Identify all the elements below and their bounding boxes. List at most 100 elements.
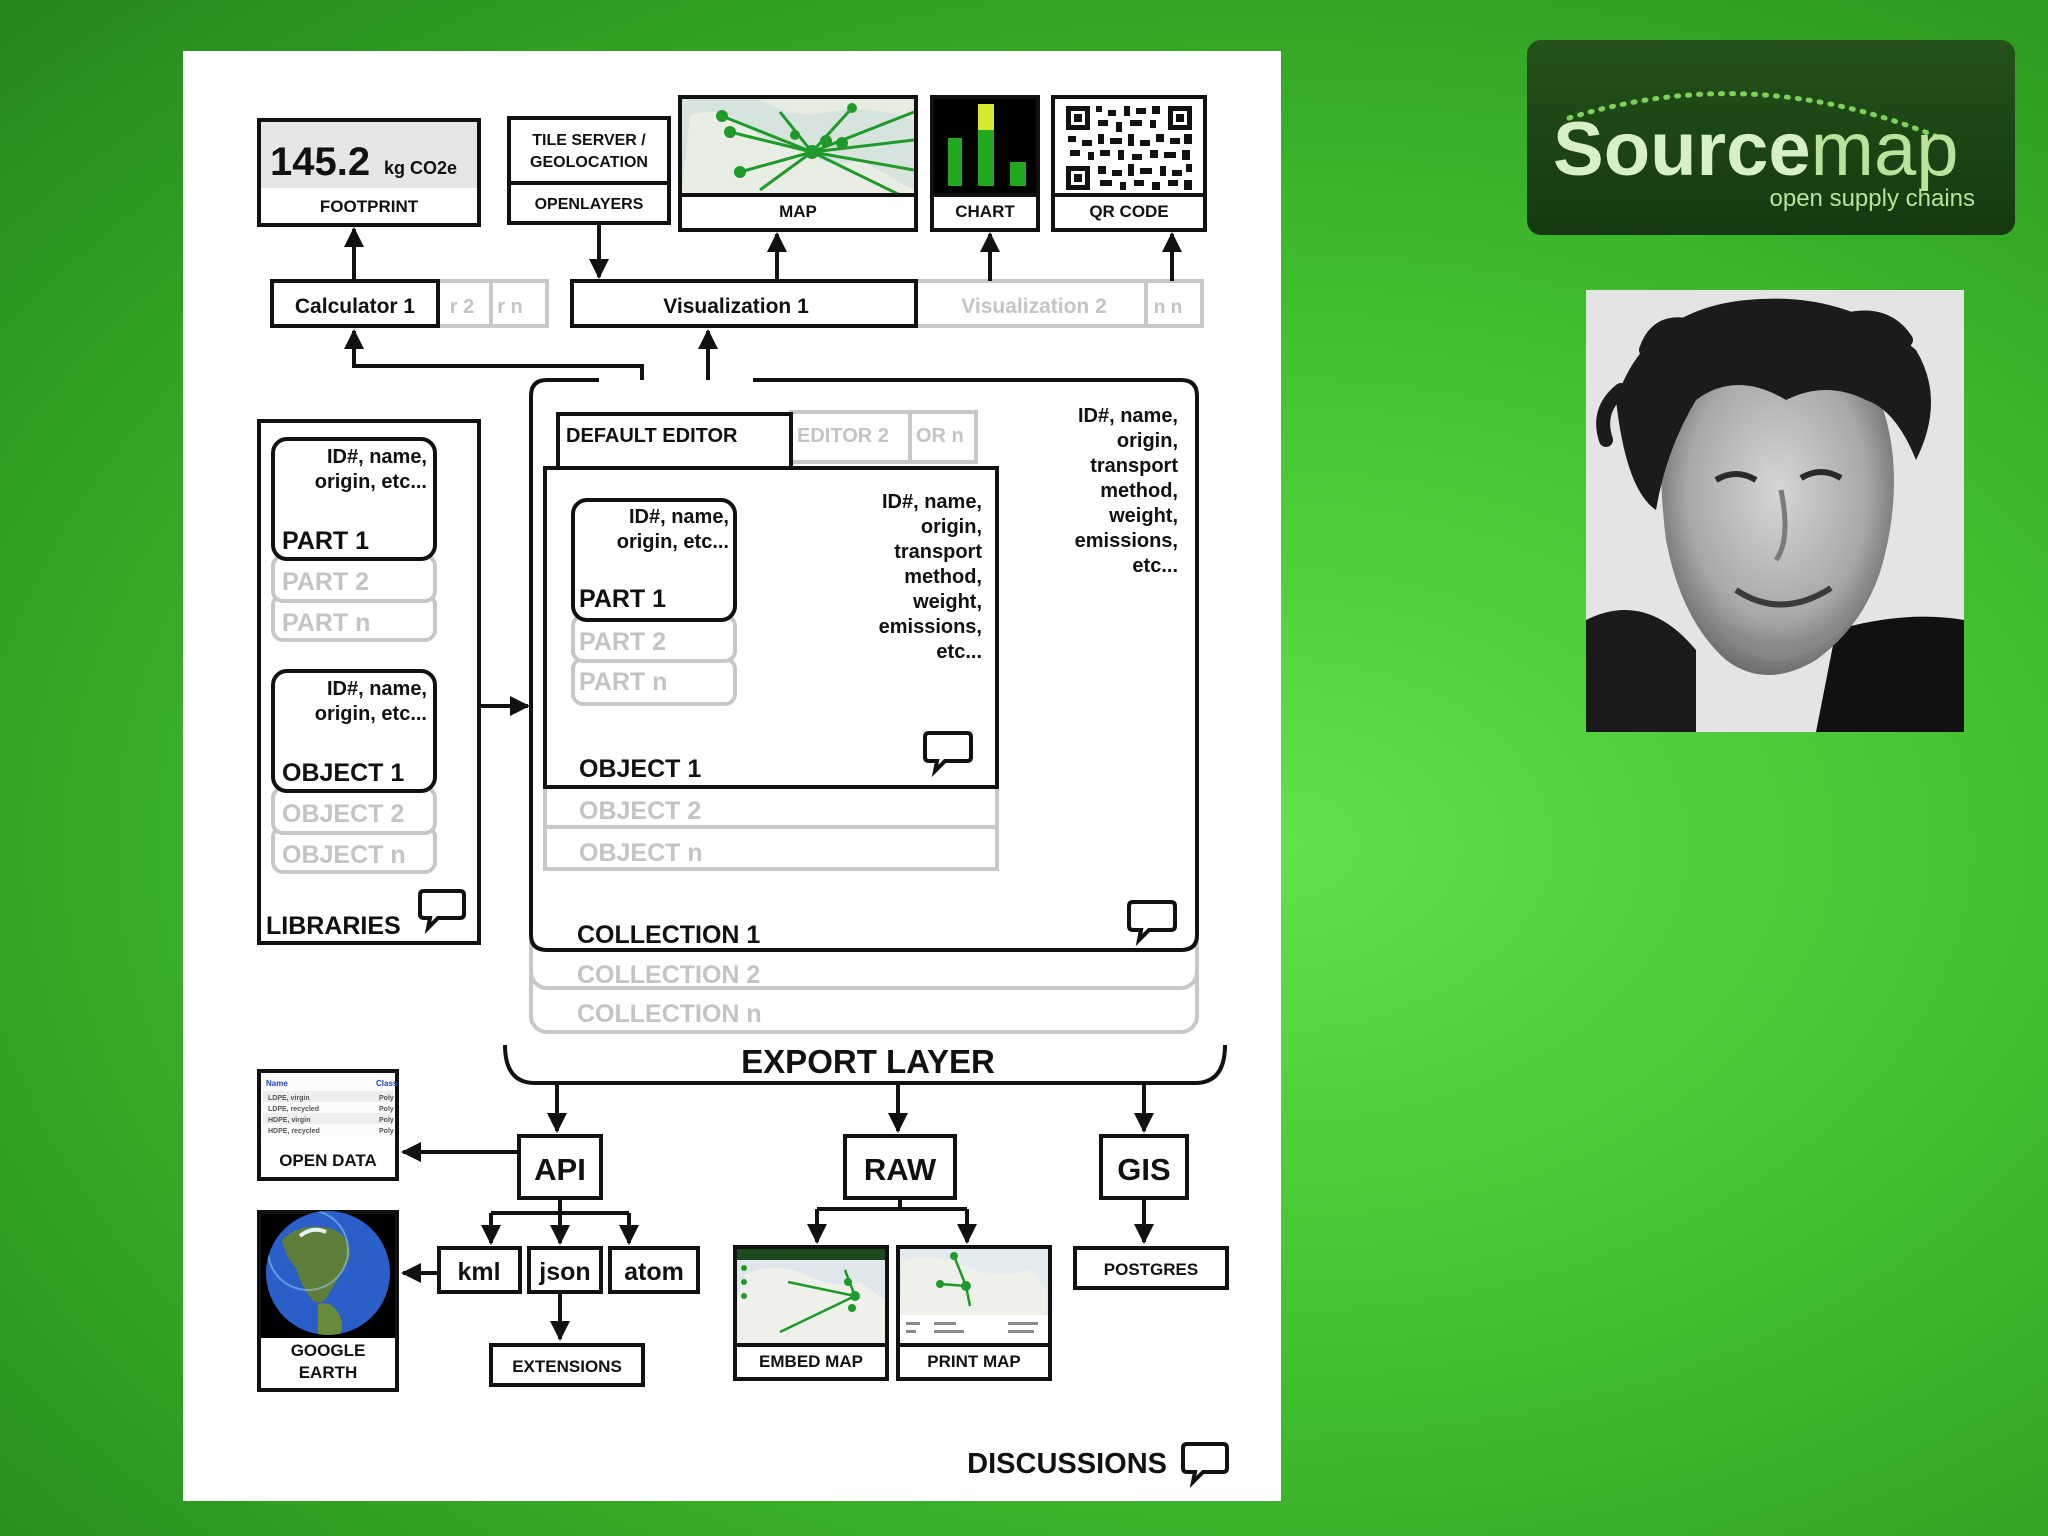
json-box[interactable]: json: [527, 1246, 603, 1294]
open-data-header-left: Name: [266, 1079, 288, 1088]
calculator-1-label: Calculator 1: [295, 295, 416, 318]
qr-code-label: QR CODE: [1089, 202, 1168, 221]
raw-label: RAW: [864, 1152, 937, 1187]
kml-label: kml: [457, 1258, 500, 1286]
editor-object-n: OBJECT n: [579, 839, 703, 867]
library-object-meta-1: ID#, name,: [327, 678, 427, 700]
libraries-label: LIBRARIES: [266, 912, 401, 940]
postgres-box[interactable]: POSTGRES: [1073, 1246, 1229, 1290]
logo-brand: Sourcemap: [1553, 107, 1959, 192]
object-meta-2: origin,: [921, 516, 982, 538]
gis-box[interactable]: GIS: [1099, 1134, 1189, 1200]
editor-n-tab[interactable]: OR n: [916, 425, 964, 447]
libraries-comment-icon[interactable]: [418, 889, 466, 935]
embed-map-label: EMBED MAP: [759, 1352, 863, 1371]
object-meta-3: transport: [894, 541, 982, 563]
export-layer-label: EXPORT LAYER: [741, 1043, 995, 1080]
map-label: MAP: [779, 202, 817, 221]
google-earth-line2: EARTH: [299, 1363, 358, 1382]
print-map-box[interactable]: PRINT MAP: [896, 1245, 1052, 1381]
collection-meta-3: transport: [1090, 455, 1178, 477]
open-data-row-tag-1: Poly: [379, 1095, 394, 1102]
collection-meta-4: method,: [1100, 480, 1178, 502]
openlayers-label: OPENLAYERS: [535, 196, 644, 213]
footprint-value: 145.2: [270, 140, 370, 184]
discussions-comment-icon[interactable]: [1181, 1442, 1229, 1489]
editor-tabs: EDITOR 2 OR n DEFAULT EDITOR: [556, 410, 978, 466]
open-data-row-2: LDPE, recycled: [268, 1106, 319, 1113]
library-object-meta-2: origin, etc...: [315, 703, 427, 725]
extensions-label: EXTENSIONS: [512, 1357, 622, 1376]
library-part-n: PART n: [282, 609, 370, 637]
chart-label: CHART: [955, 202, 1015, 221]
raw-branch-arrows: [807, 1198, 977, 1244]
postgres-label: POSTGRES: [1104, 1260, 1198, 1279]
object-comment-icon[interactable]: [923, 731, 973, 778]
object-meta-4: method,: [904, 566, 982, 588]
api-format-arrows: [481, 1198, 639, 1245]
editor-2-tab[interactable]: EDITOR 2: [797, 425, 889, 447]
tile-server-line1: TILE SERVER /: [532, 132, 646, 149]
collection-meta-1: ID#, name,: [1078, 405, 1178, 427]
footprint-unit: kg CO2e: [384, 158, 457, 178]
google-earth-line1: GOOGLE: [291, 1341, 366, 1360]
open-data-row-3: HDPE, virgin: [268, 1117, 310, 1124]
visualization-1-label: Visualization 1: [663, 295, 809, 318]
collection-meta-6: emissions,: [1075, 530, 1178, 552]
google-earth-icon: [267, 1211, 351, 1335]
embed-map-box[interactable]: EMBED MAP: [733, 1245, 889, 1381]
library-object-2: OBJECT 2: [282, 800, 404, 828]
editor-object-panel: OBJECT n OBJECT 2 OBJECT 1 ID#, name, or…: [543, 466, 999, 871]
open-data-row-1: LDPE, virgin: [268, 1095, 310, 1102]
library-object-1: OBJECT 1: [282, 759, 404, 787]
library-object-n: OBJECT n: [282, 841, 406, 869]
export-layer: EXPORT LAYER: [503, 1043, 1227, 1133]
collection-comment-icon[interactable]: [1127, 900, 1177, 947]
visualizations-row: Visualization 2 n n Visualization 1: [570, 279, 1204, 328]
collection-metadata: ID#, name, origin, transport method, wei…: [1075, 405, 1179, 577]
object-meta-6: emissions,: [879, 616, 982, 638]
kml-box[interactable]: kml: [437, 1246, 522, 1294]
editor-part-meta-2: origin, etc...: [617, 531, 729, 553]
open-data-box[interactable]: Name Class LDPE, virgin LDPE, recycled H…: [257, 1069, 399, 1181]
editor-object-2: OBJECT 2: [579, 797, 701, 825]
object-meta-7: etc...: [936, 641, 982, 663]
raw-box[interactable]: RAW: [843, 1134, 957, 1200]
sourcemap-logo: Sourcemap open supply chains: [1527, 40, 2015, 235]
api-box[interactable]: API: [517, 1134, 603, 1200]
open-data-row-4: HDPE, recycled: [268, 1128, 320, 1135]
logo-dotted-arc: [1566, 91, 1948, 143]
library-part-1: PART 1: [282, 527, 369, 555]
collection-meta-2: origin,: [1117, 430, 1178, 452]
visualization-2-label: Visualization 2: [961, 295, 1107, 318]
atom-label: atom: [624, 1258, 684, 1286]
qr-code-box: QR CODE: [1051, 95, 1207, 232]
discussions-label: DISCUSSIONS: [967, 1448, 1167, 1480]
footprint-box: 145.2 kg CO2e FOOTPRINT: [257, 118, 481, 227]
logo-tagline: open supply chains: [1770, 185, 1975, 212]
default-editor-tab[interactable]: DEFAULT EDITOR: [566, 425, 738, 447]
collection-n-label: COLLECTION n: [577, 1000, 762, 1028]
library-part-meta-1: ID#, name,: [327, 446, 427, 468]
map-thumbnail: [682, 99, 914, 195]
open-data-row-tag-4: Poly: [379, 1128, 394, 1135]
atom-box[interactable]: atom: [608, 1246, 700, 1294]
google-earth-box[interactable]: GOOGLE EARTH: [257, 1210, 399, 1392]
gis-label: GIS: [1117, 1152, 1170, 1187]
calculators-row: r 2 r n Calculator 1: [270, 279, 549, 328]
object-meta-1: ID#, name,: [882, 491, 982, 513]
calculator-2-label: r 2: [450, 296, 474, 318]
open-data-label: OPEN DATA: [279, 1151, 377, 1170]
collection-2-label: COLLECTION 2: [577, 961, 760, 989]
visualization-n-label: n n: [1154, 297, 1183, 318]
open-data-row-tag-3: Poly: [379, 1117, 394, 1124]
map-box: MAP: [678, 95, 918, 232]
editor-part-2: PART 2: [579, 628, 666, 656]
api-label: API: [534, 1152, 586, 1187]
footprint-label: FOOTPRINT: [320, 197, 419, 216]
extensions-box[interactable]: EXTENSIONS: [489, 1343, 645, 1387]
collection-meta-7: etc...: [1132, 555, 1178, 577]
collection-meta-5: weight,: [1108, 505, 1178, 527]
editor-part-1: PART 1: [579, 585, 666, 613]
